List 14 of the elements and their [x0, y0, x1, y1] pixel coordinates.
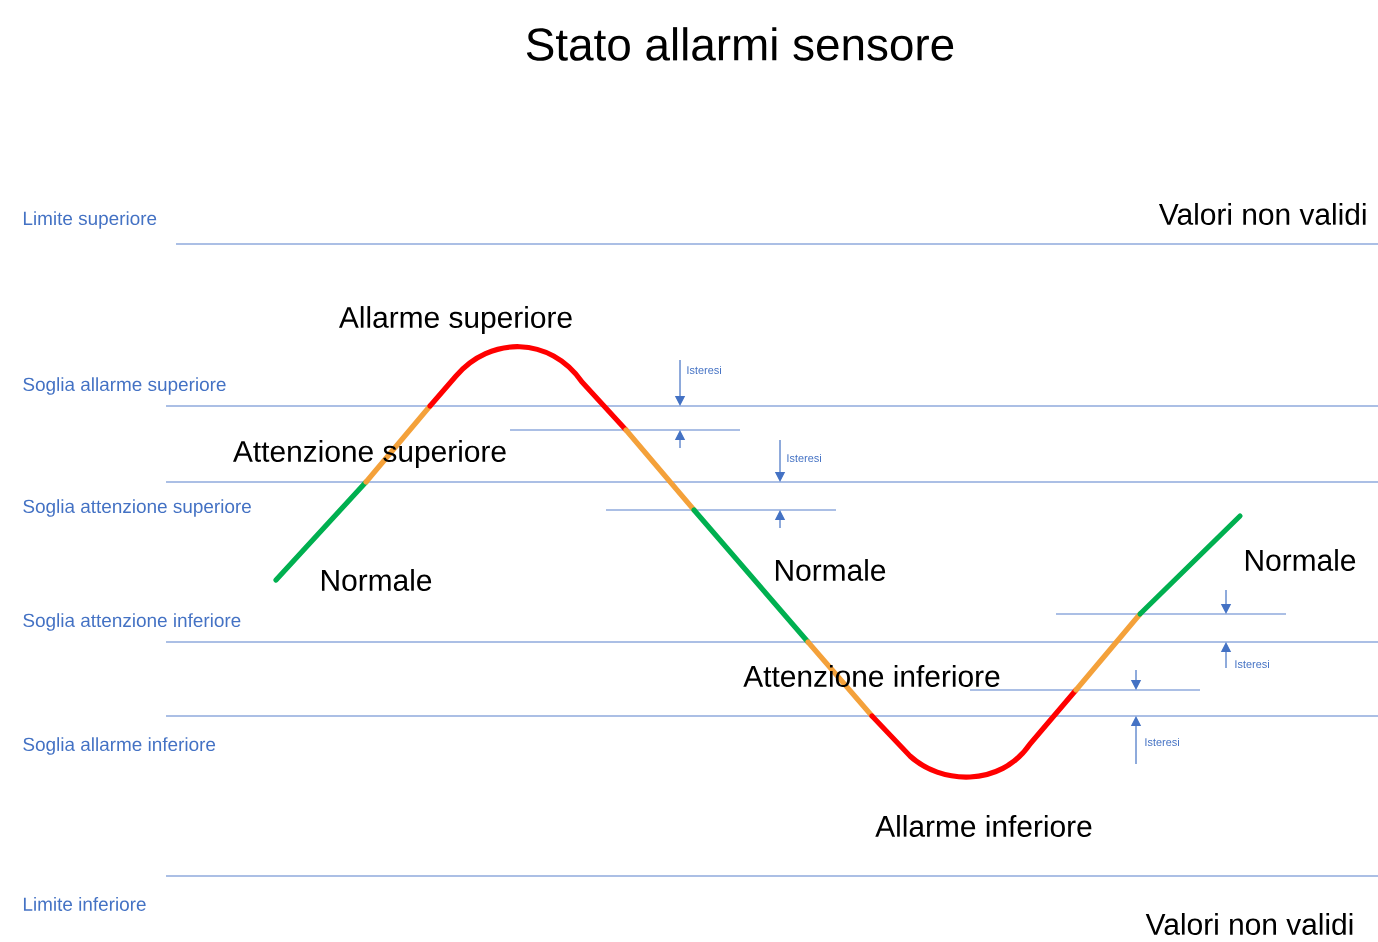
axis-label: Limite inferiore — [23, 897, 146, 911]
state-label: Normale — [322, 569, 432, 591]
state-label: Normale — [1245, 549, 1356, 571]
axis-label: Soglia allarme superiore — [23, 377, 226, 395]
state-label: Valori non validi — [1158, 203, 1366, 225]
axis-label: Limite superiore — [23, 211, 157, 229]
state-label: Allarme inferiore — [875, 815, 1092, 837]
state-label: Normale — [776, 559, 886, 581]
axis-label: Soglia attenzione superiore — [23, 499, 251, 517]
state-label: Valori non validi — [1145, 913, 1353, 935]
axis-label: Soglia allarme inferiore — [23, 737, 216, 755]
axis-label: Soglia attenzione inferiore — [23, 613, 241, 631]
title: Stato allarmi sensore — [526, 27, 954, 61]
state-label: Allarme superiore — [338, 306, 572, 334]
